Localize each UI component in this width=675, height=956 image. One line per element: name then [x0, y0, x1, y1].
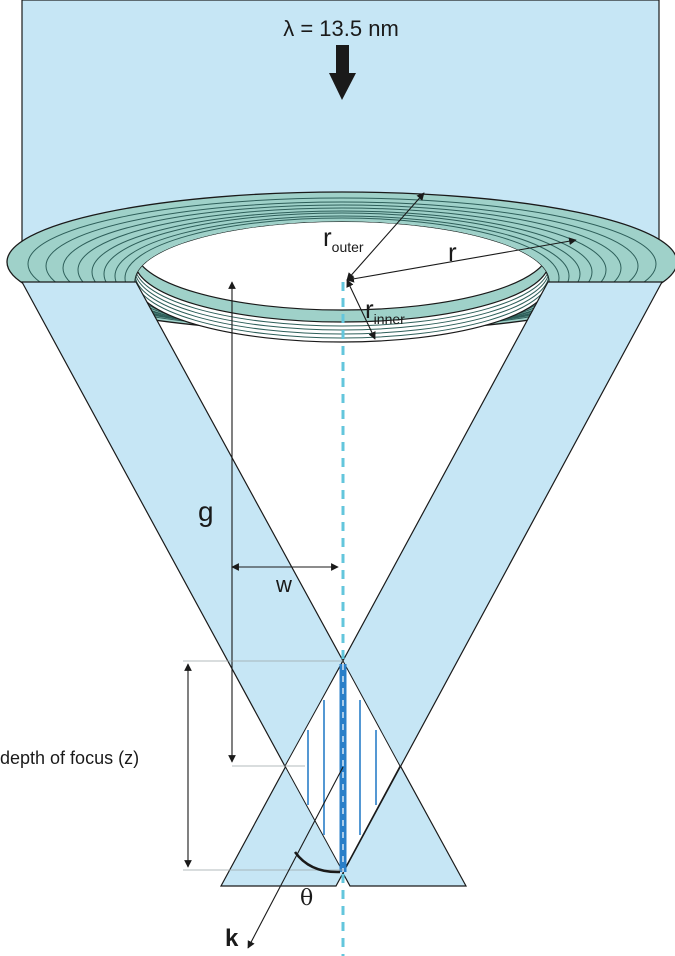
w-label: w	[275, 572, 292, 597]
k-vector-arrow	[247, 766, 344, 949]
r-label: r	[448, 237, 457, 267]
k-label: k	[225, 925, 239, 952]
r-inner-label: rinner	[365, 294, 405, 327]
r-inner-arrow	[346, 279, 376, 340]
r-outer-label: router	[323, 222, 364, 255]
r-arrow	[346, 237, 577, 283]
g-label: g	[198, 496, 214, 527]
arrow-down-icon	[329, 45, 356, 100]
theta-arc	[293, 851, 341, 874]
theta-label: θ	[300, 886, 313, 911]
interference-fringes	[307, 700, 377, 835]
wavelength-label: λ = 13.5 nm	[283, 16, 399, 41]
depth-of-focus-label: depth of focus (z)	[0, 748, 139, 768]
